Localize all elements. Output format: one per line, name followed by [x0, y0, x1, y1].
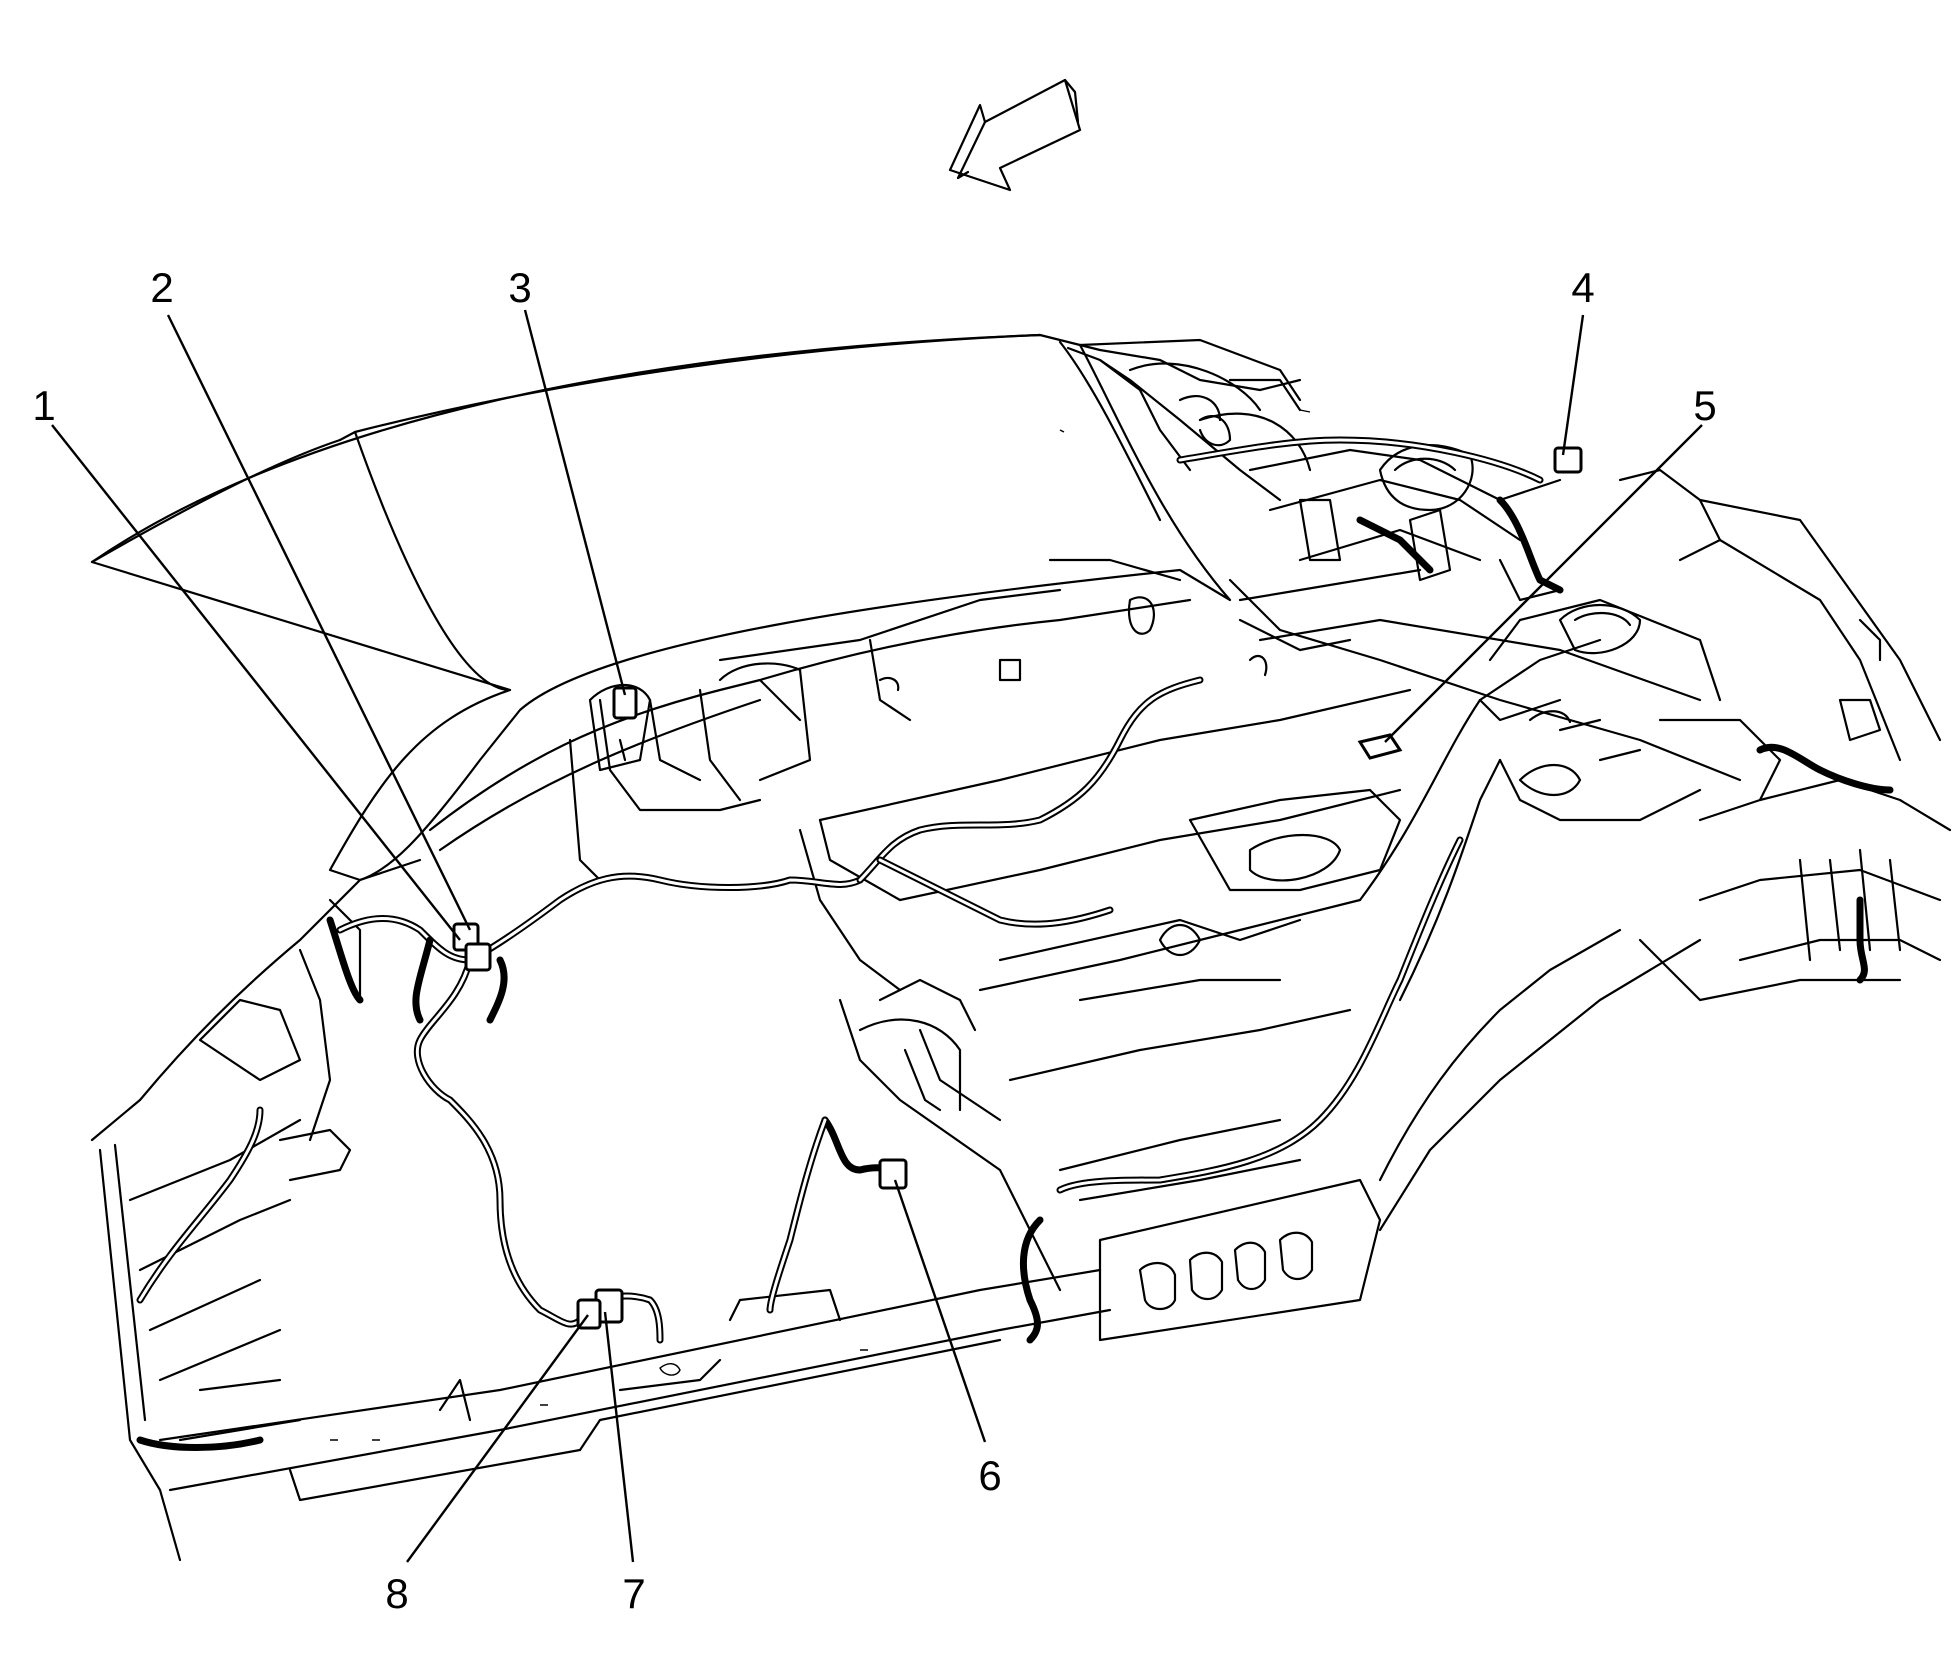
- callout-3: 3: [508, 264, 531, 311]
- connectors: [452, 446, 1583, 1330]
- leader-1: [51, 424, 461, 941]
- connector-6: [878, 1158, 908, 1190]
- forward-direction-arrow-icon: [948, 78, 1082, 192]
- leader-6: [893, 1179, 987, 1443]
- connector-3: [612, 686, 638, 720]
- leader-8: [406, 1314, 589, 1563]
- callout-1: 1: [32, 382, 55, 429]
- connector-4: [1553, 446, 1583, 474]
- leader-7: [603, 1311, 635, 1563]
- callout-6: 6: [978, 1452, 1001, 1499]
- callout-8: 8: [385, 1570, 408, 1617]
- leader-5: [1384, 424, 1703, 743]
- leader-3: [523, 309, 627, 696]
- callout-5: 5: [1693, 382, 1716, 429]
- connector-5: [1357, 733, 1403, 760]
- callout-2: 2: [150, 264, 173, 311]
- roof-panel: [90, 333, 1282, 882]
- center-floor-details: [588, 558, 1352, 772]
- body-side-structure: [90, 338, 1952, 1562]
- leader-2: [166, 314, 472, 931]
- callout-labels: 1 2 3 4 5 6 7 8: [32, 264, 1716, 1617]
- wiring-harness: [136, 436, 1894, 1451]
- leader-4: [1561, 314, 1585, 456]
- callout-4: 4: [1571, 264, 1594, 311]
- callout-7: 7: [622, 1570, 645, 1617]
- callout-leaders: [51, 309, 1703, 1563]
- connector-2: [464, 942, 492, 972]
